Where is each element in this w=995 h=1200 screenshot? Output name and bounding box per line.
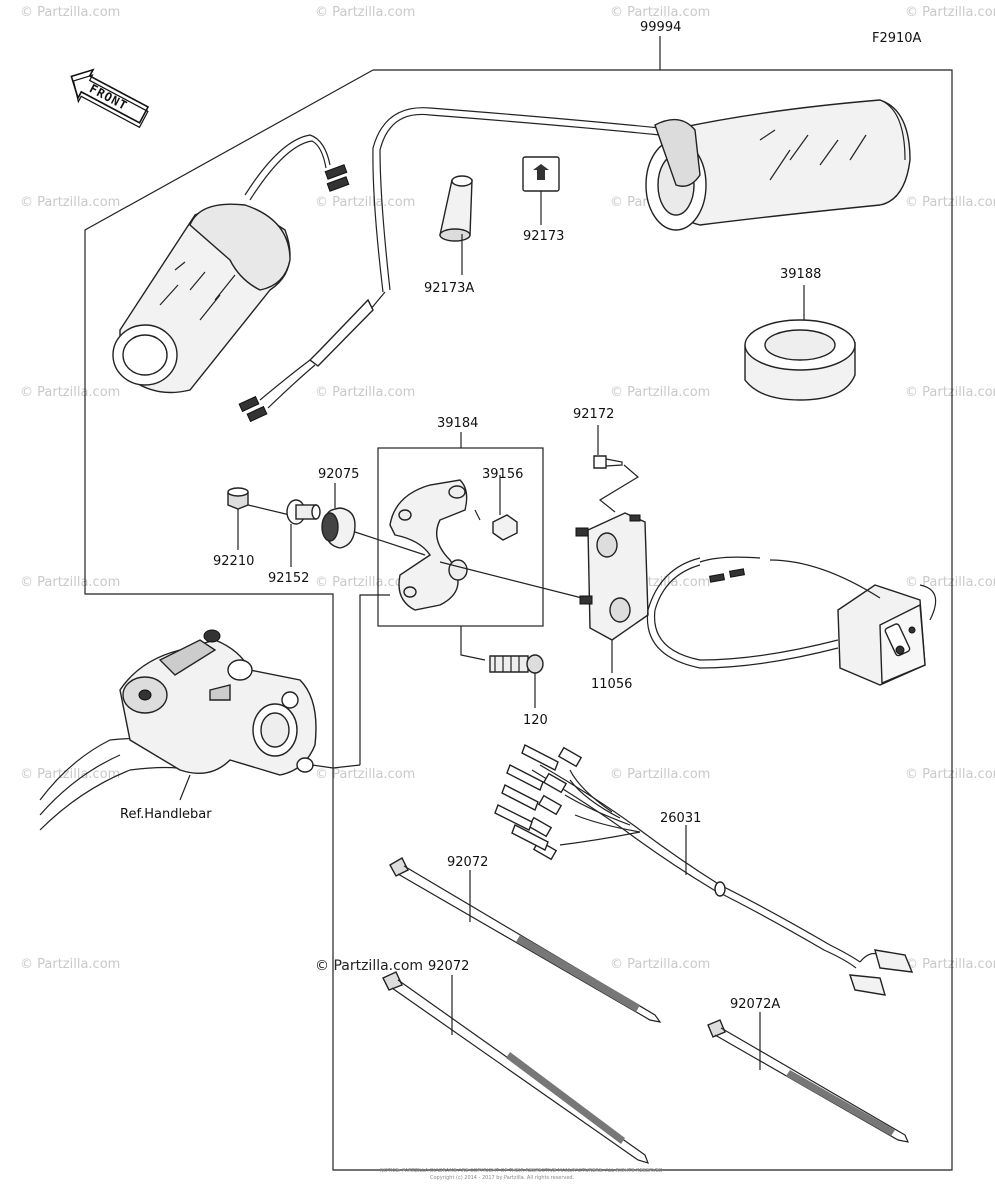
screw-92172 [593,425,640,513]
leader-lines [237,191,805,1070]
watermark: © Partzilla.com [905,957,995,972]
watermark: © Partzilla.com [20,957,120,972]
watermark: © Partzilla.com [905,5,995,20]
part-labels: 99994 92173 92173A 39188 39184 92172 920… [213,20,821,1012]
bracket-group-39184 [377,432,544,627]
ref-handlebar-label: Ref.Handlebar [120,807,212,822]
part-label-39188: 39188 [780,267,821,282]
watermark-center: © Partzilla.com [315,958,423,974]
cable-tie-92072-2 [382,971,649,1164]
switch-bracket-11056 [575,512,649,641]
footer-copyright: Copyright (c) 2014 - 2017 by Partzilla. … [430,1175,575,1181]
part-label-99994: 99994 [640,20,681,35]
watermark: © Partzilla.com [905,385,995,400]
figure-code: F2910A [872,31,922,46]
part-label-26031: 26031 [660,811,701,826]
part-label-39184: 39184 [437,416,478,431]
watermark: © Partzilla.com [315,5,415,20]
cable-tie-92072-1 [389,857,662,1023]
watermark: © Partzilla.com [20,575,120,590]
watermark: © Partzilla.com [610,5,710,20]
watermark: © Partzilla.com [905,767,995,782]
watermark: © Partzilla.com [610,385,710,400]
watermark: © Partzilla.com [905,575,995,590]
kit-boundary [84,36,953,1171]
watermark: © Partzilla.com [315,767,415,782]
part-label-11056: 11056 [591,677,632,692]
part-label-92072-2: 92072 [428,959,469,974]
part-label-120: 120 [523,713,548,728]
watermark: © Partzilla.com [20,5,120,20]
left-heated-grip [112,134,350,394]
heat-pad-92173 [522,156,560,192]
watermark: © Partzilla.com [20,385,120,400]
watermark: © Partzilla.com [905,195,995,210]
watermark: © Partzilla.com [20,195,120,210]
watermark: © Partzilla.com [610,957,710,972]
wire-harness-26031 [494,744,914,996]
front-arrow-icon: FRONT [70,68,150,129]
watermark: © Partzilla.com [315,195,415,210]
part-label-92072a: 92072A [730,997,780,1012]
right-heated-grip [645,99,911,231]
part-label-92173: 92173 [523,229,564,244]
footer-notice: NOTICE: PARTZILLA DIAGRAMS ARE COPYRIGHT… [380,1168,663,1174]
ring-39188 [744,319,856,401]
handlebar-assembly [39,594,390,831]
part-label-92075: 92075 [318,467,359,482]
watermark: © Partzilla.com [610,767,710,782]
cable-tie-92072a [707,1019,910,1143]
watermark: © Partzilla.com [315,575,415,590]
bolt-120 [460,626,544,674]
hardware-small [227,487,591,601]
part-label-92152: 92152 [268,571,309,586]
watermark: © Partzilla.com [315,385,415,400]
part-label-92210: 92210 [213,554,254,569]
part-label-39156: 39156 [482,467,523,482]
left-grip-cable [238,107,661,423]
part-label-92173a: 92173A [424,281,474,296]
watermark: © Partzilla.com [20,767,120,782]
part-label-92172: 92172 [573,407,614,422]
part-label-92072-1: 92072 [447,855,488,870]
heater-controller [646,556,937,686]
tube-92173a [439,175,473,242]
